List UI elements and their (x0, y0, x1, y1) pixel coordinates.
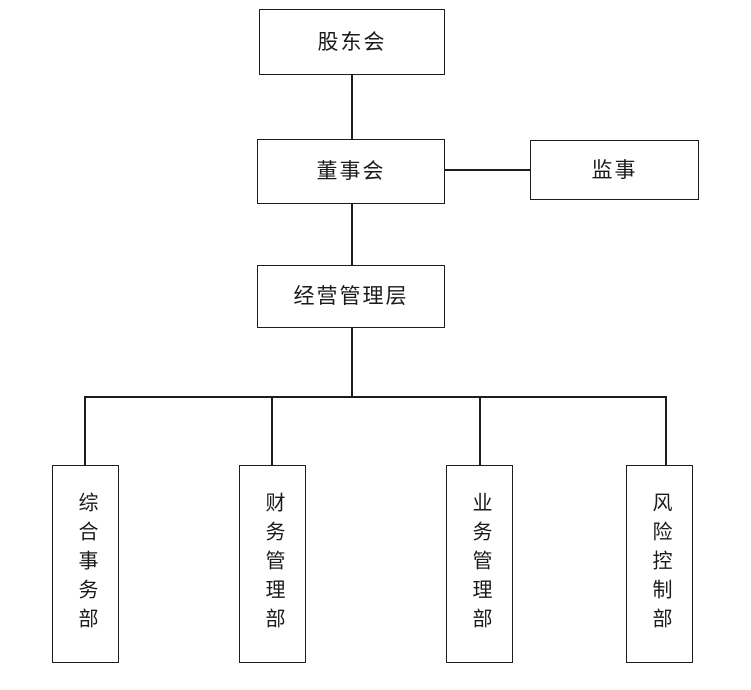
node-financial-management-department-label: 财务管理部 (262, 491, 284, 637)
node-general-affairs-department-label: 综合事务部 (75, 491, 97, 637)
connector-bus-to-dept-0 (84, 396, 86, 466)
node-risk-control-department-label: 风险控制部 (649, 491, 671, 637)
node-financial-management-department[interactable]: 财务管理部 (239, 465, 306, 663)
connector-board-to-management (351, 203, 353, 266)
node-supervisor-label: 监事 (591, 157, 638, 182)
node-general-affairs-department[interactable]: 综合事务部 (52, 465, 119, 663)
node-board-of-directors-label: 董事会 (316, 159, 386, 184)
node-board-of-directors[interactable]: 董事会 (257, 139, 445, 204)
connector-bus-to-dept-1 (271, 396, 273, 466)
node-shareholders[interactable]: 股东会 (259, 9, 445, 75)
node-business-management-department[interactable]: 业务管理部 (446, 465, 513, 663)
connector-bus-to-dept-2 (479, 396, 481, 466)
connector-board-to-supervisor (444, 169, 531, 171)
node-supervisor[interactable]: 监事 (530, 140, 699, 200)
connector-bus-to-dept-3 (665, 396, 667, 466)
connector-shareholders-to-board (351, 74, 353, 140)
node-management-layer[interactable]: 经营管理层 (257, 265, 445, 328)
node-risk-control-department[interactable]: 风险控制部 (626, 465, 693, 663)
connector-department-bus (84, 396, 667, 398)
node-shareholders-label: 股东会 (317, 29, 387, 54)
connector-management-to-bus (351, 327, 353, 397)
node-management-layer-label: 经营管理层 (293, 284, 409, 309)
node-business-management-department-label: 业务管理部 (469, 491, 491, 637)
